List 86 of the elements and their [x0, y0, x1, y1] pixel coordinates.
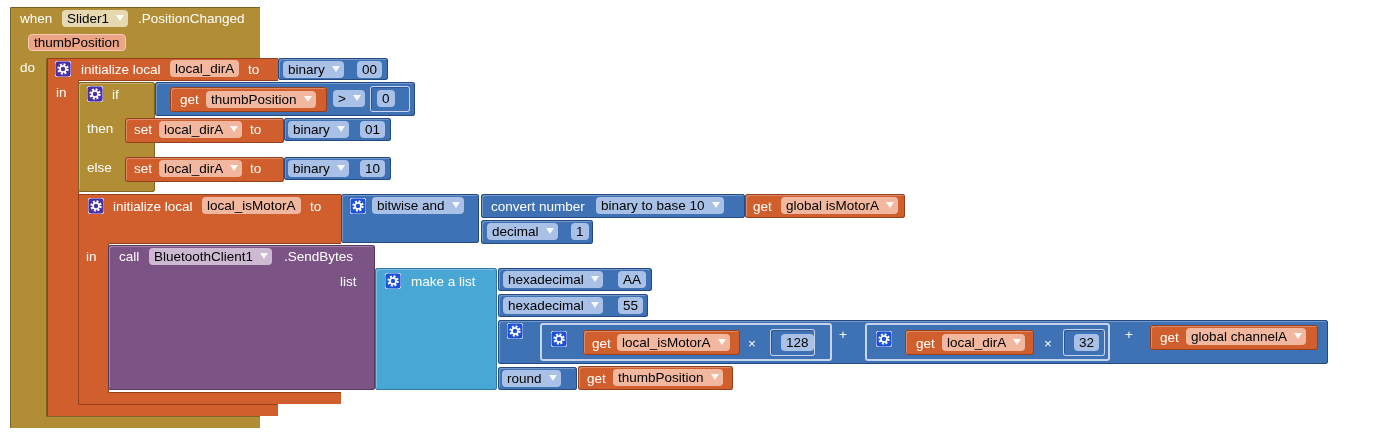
dropdown-field: local_dirA [942, 334, 1026, 351]
number-field: 10 [360, 160, 386, 177]
block-label: in [86, 247, 97, 265]
parameter-field: thumbPosition [28, 34, 126, 51]
block-label: to [248, 60, 260, 78]
number-field: 01 [360, 121, 386, 138]
block-label: convert number [491, 197, 585, 215]
dropdown-field: binary [288, 160, 349, 177]
math-block [341, 194, 479, 243]
block-label: × [748, 334, 756, 352]
multiply-block [540, 323, 832, 361]
dropdown-field: binary [283, 61, 344, 78]
dropdown-field: global isMotorA [781, 197, 899, 214]
dropdown-field: global channelA [1186, 328, 1307, 345]
number-field: 00 [357, 61, 383, 78]
number-field: 32 [1074, 334, 1100, 351]
number-field: 128 [781, 334, 814, 351]
dropdown-field: round [502, 370, 561, 387]
block-label: .PositionChanged [138, 9, 245, 27]
number-field: 1 [571, 223, 589, 240]
dropdown-field: local_dirA [159, 121, 243, 138]
value-block [498, 294, 648, 317]
block-label: get [753, 197, 772, 215]
block-label: get [1160, 328, 1179, 346]
block-label: to [250, 120, 262, 138]
variable-block [905, 330, 1034, 355]
block-label: .SendBytes [284, 247, 354, 265]
variable-block [583, 330, 740, 355]
block-label: + [1125, 325, 1133, 343]
dropdown-field: hexadecimal [503, 271, 603, 288]
block-label: + [839, 325, 847, 343]
name-field: local_dirA [170, 60, 240, 77]
dropdown-field: binary to base 10 [596, 197, 724, 214]
block-label: then [87, 119, 114, 137]
dropdown-field: BluetoothClient1 [149, 248, 273, 265]
variable-block [125, 157, 284, 182]
variable-block [1150, 325, 1318, 350]
block-label: else [87, 158, 112, 176]
addition-block [498, 320, 1328, 364]
dropdown-field: Slider1 [62, 10, 129, 27]
dropdown-field: decimal [487, 223, 558, 240]
value-block [498, 268, 652, 291]
block-label: set [134, 159, 152, 177]
dropdown-field: binary [288, 121, 349, 138]
block-label: call [119, 247, 140, 265]
block-label: set [134, 120, 152, 138]
block-label: get [587, 369, 606, 387]
variable-block [170, 87, 327, 112]
value-block [498, 367, 577, 390]
dropdown-field: bitwise and [372, 197, 464, 214]
block-label: if [112, 85, 119, 103]
math-block [481, 194, 745, 218]
block-label: get [916, 334, 935, 352]
dropdown-field: > [333, 90, 365, 107]
block-label: to [310, 197, 322, 215]
multiply-block [865, 323, 1110, 361]
number-field: 55 [618, 297, 644, 314]
block-label: to [250, 159, 262, 177]
list-block [375, 268, 497, 390]
variable-block [745, 194, 905, 218]
block-label: initialize local [81, 60, 161, 78]
block-label: list [340, 272, 357, 290]
block-label: do [20, 58, 36, 76]
procedure-call-block [108, 245, 375, 390]
block-label: × [1044, 334, 1052, 352]
compare-block [155, 82, 415, 116]
dropdown-field: local_dirA [159, 160, 243, 177]
value-block [481, 220, 593, 244]
value-block [284, 157, 391, 180]
variable-block [125, 118, 284, 143]
dropdown-field: local_isMotorA [617, 334, 730, 351]
block-label: make a list [411, 272, 476, 290]
variable-block [578, 366, 733, 390]
block-label: in [56, 83, 67, 101]
dropdown-field: thumbPosition [613, 369, 723, 386]
dropdown-field: hexadecimal [503, 297, 603, 314]
block-label: initialize local [113, 197, 193, 215]
block-label: get [592, 334, 611, 352]
value-block [284, 118, 391, 141]
block-label: when [20, 9, 53, 27]
dropdown-field: thumbPosition [206, 91, 316, 108]
name-field: local_isMotorA [202, 197, 301, 214]
number-field: AA [618, 271, 646, 288]
value-block [278, 58, 388, 80]
block-label: get [180, 90, 199, 108]
number-field: 0 [377, 90, 395, 107]
